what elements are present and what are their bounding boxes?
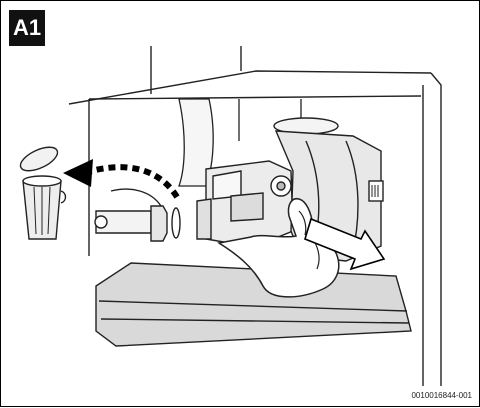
dashed-discard-arrowhead	[63, 159, 93, 187]
dashed-discard-arrow	[91, 167, 177, 197]
waste-bin-icon	[17, 142, 65, 239]
base-tray	[96, 263, 411, 346]
gas-pipe	[95, 189, 180, 241]
gas-valve	[197, 161, 293, 247]
figure-code: 0010016844-001	[411, 391, 472, 400]
